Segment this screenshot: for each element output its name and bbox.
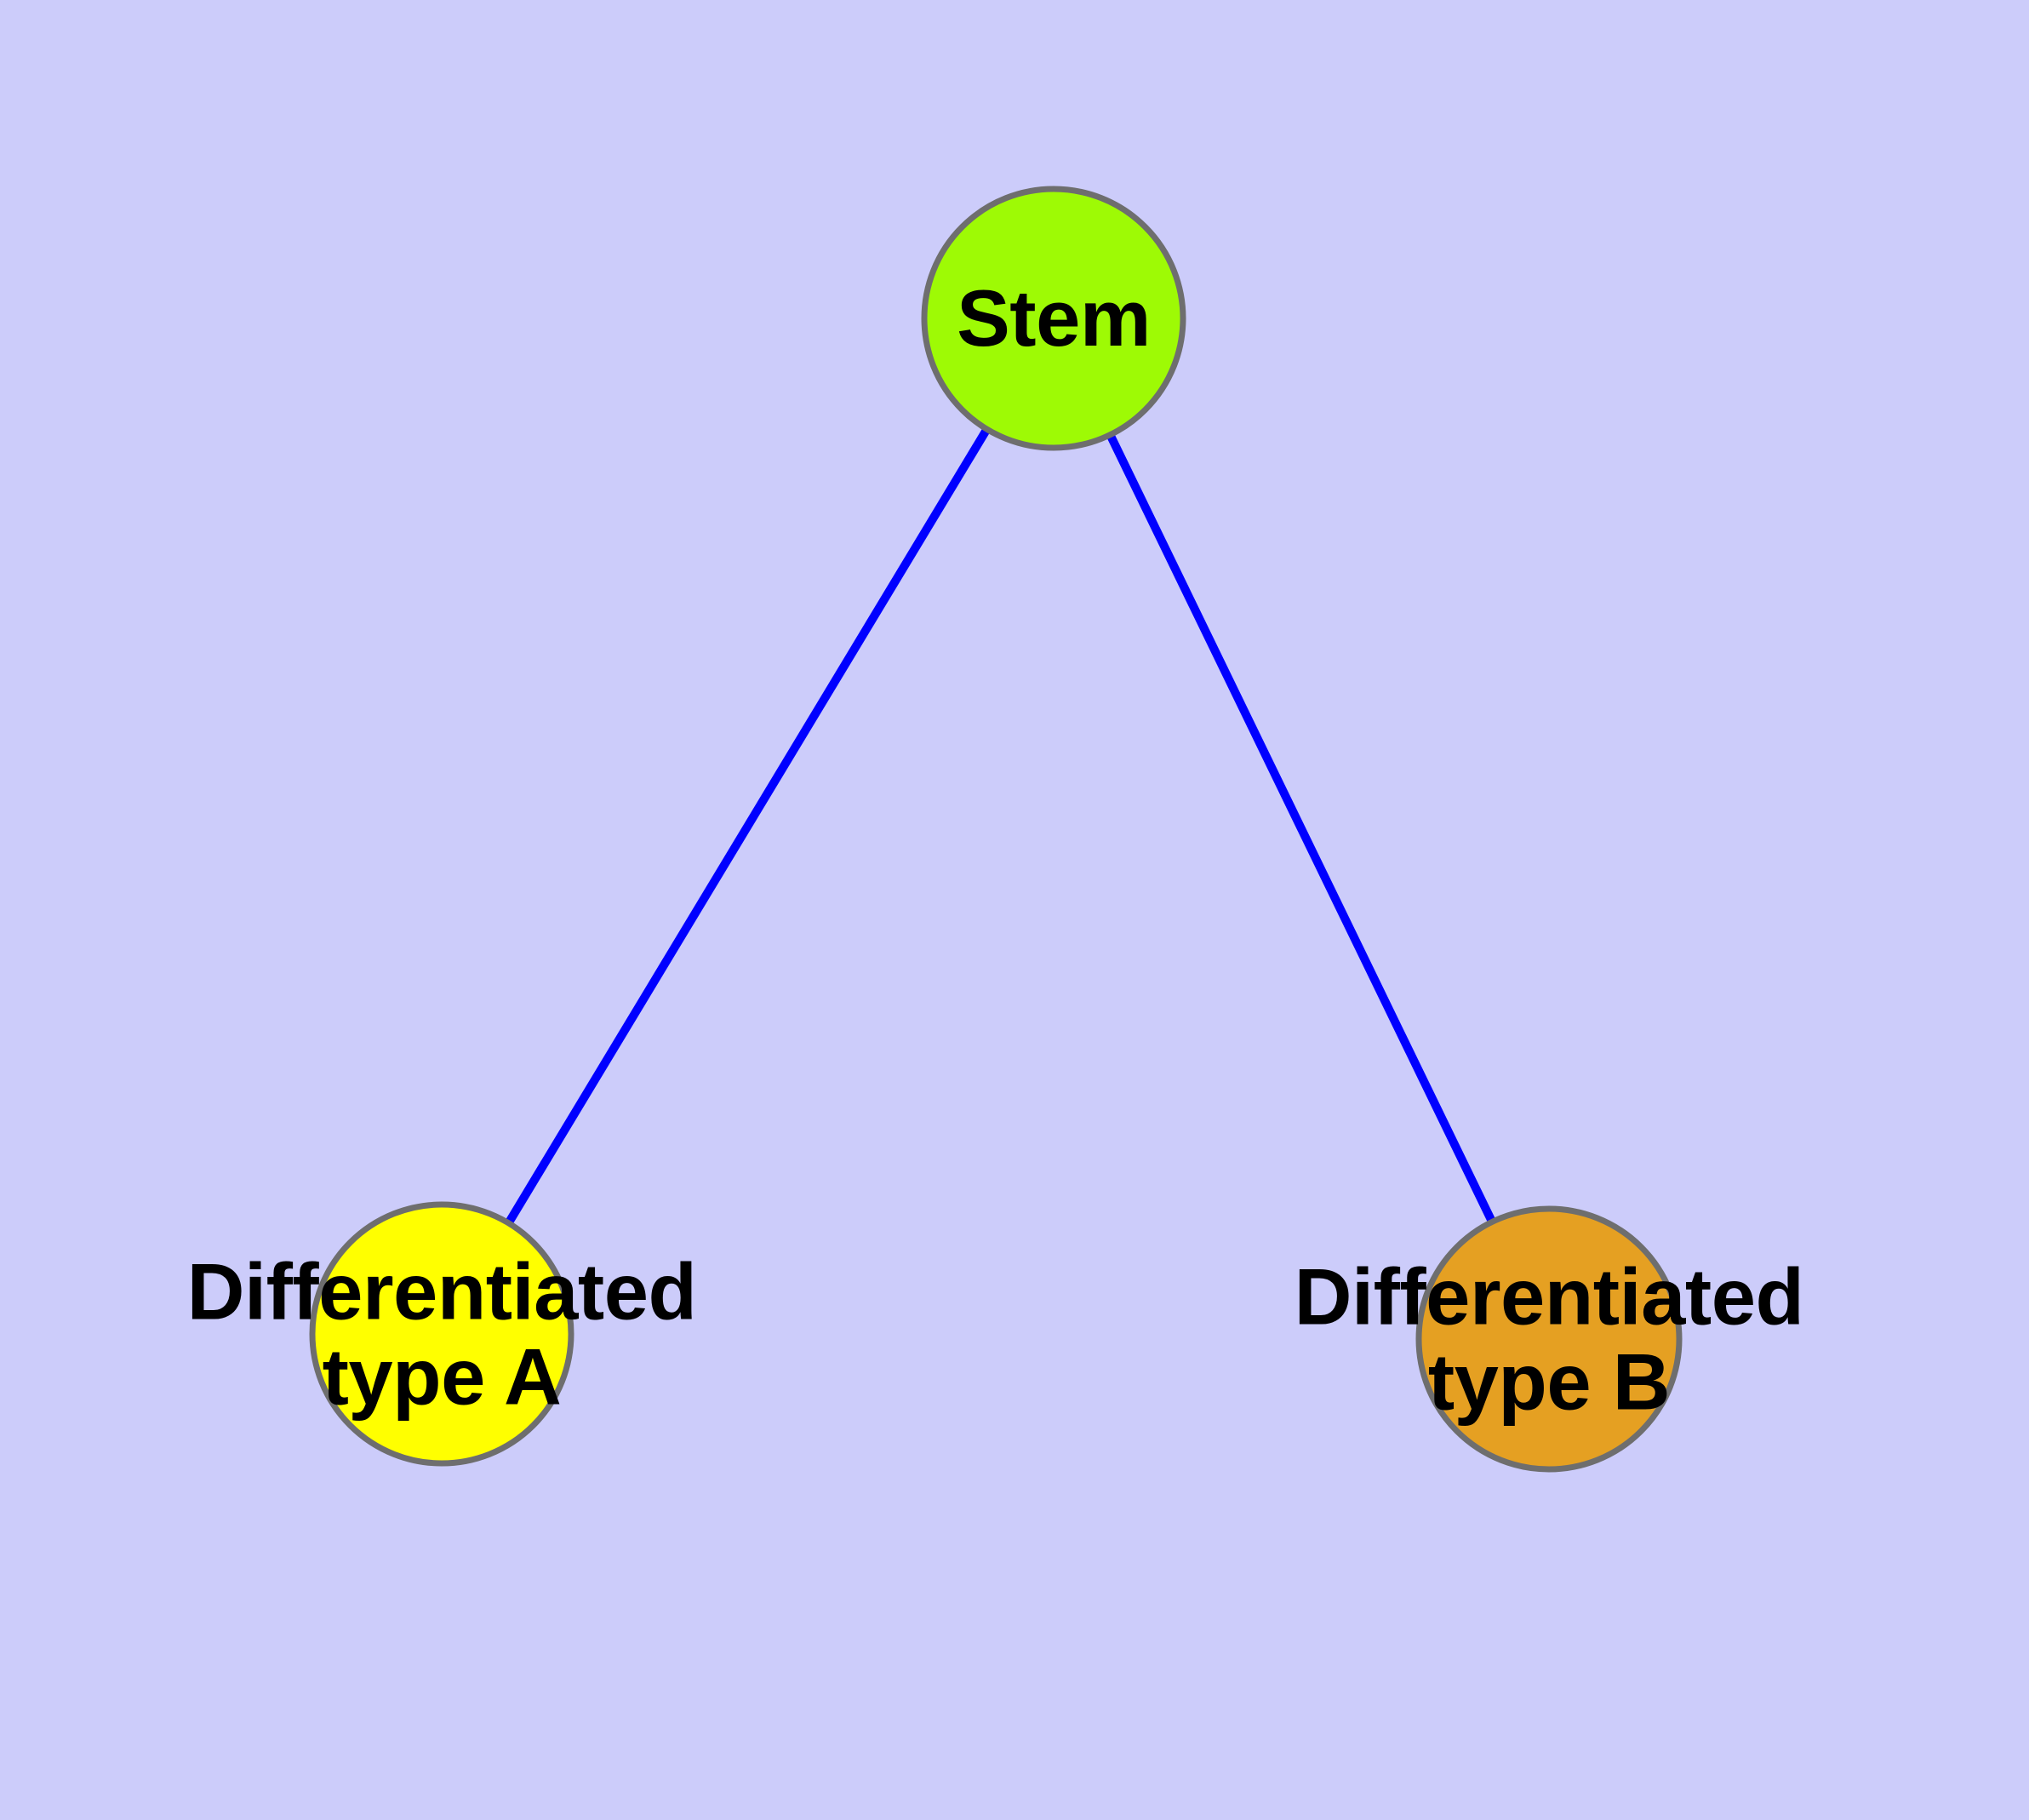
edge-stem-to-diff-a[interactable] xyxy=(437,316,1058,1336)
node-differentiated-type-b[interactable] xyxy=(1415,1205,1683,1473)
edge-layer xyxy=(437,316,1553,1342)
node-stem[interactable] xyxy=(921,186,1186,451)
node-differentiated-type-a[interactable] xyxy=(309,1201,574,1467)
edge-stem-to-diff-b[interactable] xyxy=(1049,316,1553,1342)
node-layer xyxy=(309,186,1683,1473)
